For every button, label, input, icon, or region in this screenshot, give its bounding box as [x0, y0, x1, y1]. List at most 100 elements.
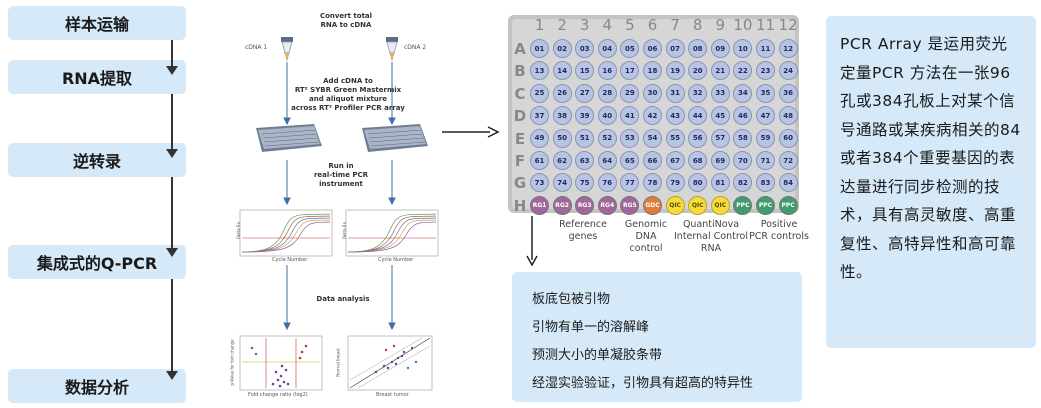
plate-well: 28 — [597, 83, 617, 103]
plate-well: 76 — [597, 173, 617, 193]
plate-well: 31 — [665, 83, 685, 103]
plate-well: 52 — [597, 128, 617, 148]
plate-well: 61 — [530, 151, 549, 170]
workflow-step-reverse-transcription: 逆转录 — [8, 143, 186, 177]
plate-well: PPC — [778, 195, 798, 215]
scatter-xlabel: Breast tumor — [376, 392, 409, 398]
plate-well: 11 — [756, 39, 775, 58]
volcano-plot — [239, 335, 323, 391]
plate-well: GDC — [643, 195, 662, 215]
arrow-down-icon — [526, 216, 538, 266]
plate-well: 56 — [688, 128, 708, 148]
plate-well: 39 — [575, 106, 595, 126]
amplification-plot — [345, 209, 439, 257]
volcano-ylabel: p-Value for fold change — [229, 339, 235, 386]
plate-well: 65 — [620, 151, 640, 170]
plate-well: 78 — [643, 173, 662, 193]
plate-well: 66 — [643, 151, 662, 170]
arrow-down-icon — [166, 248, 178, 257]
workflow-connector — [171, 279, 173, 372]
workflow-connector — [171, 177, 173, 249]
amp-ylabel: Delta Rn — [342, 221, 348, 240]
tube-icon — [281, 37, 293, 62]
plate-well: 22 — [733, 61, 753, 81]
plate-row-letter: H — [513, 196, 527, 215]
legend-genomic-dna-control: Genomic DNA control — [624, 219, 668, 254]
plate-well: 67 — [665, 151, 685, 170]
plate-well: 44 — [688, 106, 708, 126]
plate-well: 42 — [643, 106, 662, 126]
plate-well: 05 — [620, 39, 640, 58]
plate-well: 57 — [710, 128, 730, 148]
plate-row-letter: D — [513, 107, 527, 126]
plate-well: 14 — [552, 61, 572, 81]
step-convert-text: Convert total RNA to cDNA — [319, 12, 373, 29]
scatter-plot — [347, 335, 433, 391]
plate-well: 13 — [530, 61, 549, 81]
plate-well: 64 — [597, 151, 617, 170]
plate-well: 62 — [552, 151, 572, 170]
plate-well: 81 — [710, 173, 730, 193]
plate-column-number: 9 — [715, 16, 726, 34]
plate-well: 84 — [778, 173, 798, 193]
legend-positive-pcr-controls: Positive PCR controls — [749, 219, 809, 242]
plate-well: 72 — [778, 151, 798, 170]
plate-well: 82 — [733, 173, 753, 193]
plate-well: 25 — [530, 83, 549, 103]
arrow-down-icon — [166, 66, 178, 75]
feature-item: 经湿实验验证，引物具有超高的特异性 — [532, 376, 754, 391]
plate-well: 33 — [710, 83, 730, 103]
plate-well: 04 — [597, 39, 617, 58]
plate-well: 68 — [688, 151, 708, 170]
plate-column-number: 6 — [647, 16, 658, 34]
plate-well: 48 — [778, 106, 798, 126]
workflow-step-rna-extraction: RNA提取 — [8, 60, 186, 94]
plate-well: 15 — [575, 61, 595, 81]
plate-well: RG5 — [620, 195, 640, 215]
workflow-step-sample-transport: 样本运输 — [8, 6, 186, 40]
plate-well: 09 — [710, 39, 730, 58]
plate-well: 10 — [733, 39, 753, 58]
plate-well: 07 — [665, 39, 685, 58]
workflow-step-integrated-qpcr: 集成式的Q-PCR — [8, 245, 186, 279]
plate-column-number: 4 — [602, 16, 613, 34]
plate-well: 71 — [756, 151, 775, 170]
plate-well: 54 — [643, 128, 662, 148]
plate-well: 75 — [575, 173, 595, 193]
step-analysis-text: Data analysis — [316, 295, 370, 303]
plate-well: 46 — [733, 106, 753, 126]
plate-well: 63 — [575, 151, 595, 170]
plate-well: 80 — [688, 173, 708, 193]
plate-well: 40 — [597, 106, 617, 126]
plate-well: 59 — [756, 128, 775, 148]
plate-column-number: 8 — [692, 16, 703, 34]
legend-reference-genes: Reference genes — [559, 219, 607, 242]
plate-well: 47 — [756, 106, 775, 126]
workflow-connector — [171, 94, 173, 150]
plate-well: 29 — [620, 83, 640, 103]
plate-well: 79 — [665, 173, 685, 193]
amp-xlabel: Cycle Number — [272, 257, 308, 263]
plate-column-number: 11 — [755, 16, 776, 34]
plate-well: 51 — [575, 128, 595, 148]
arrow-down-icon — [166, 371, 178, 380]
plate-well: 18 — [643, 61, 662, 81]
plate-well: RG2 — [552, 195, 572, 215]
plate-row-letter: E — [514, 129, 526, 148]
plate-well: 83 — [756, 173, 775, 193]
plate-column-number: 7 — [670, 16, 680, 34]
plate-well: 60 — [778, 128, 798, 148]
plate-row-letter: G — [513, 174, 527, 193]
plate-well: QIC — [665, 195, 685, 215]
plate-row-letter: A — [514, 40, 526, 58]
plate-well: 32 — [688, 83, 708, 103]
plate-well: 53 — [620, 128, 640, 148]
feature-item: 板底包被引物 — [532, 292, 611, 307]
step-run-text: Run in real-time PCR instrument — [313, 162, 369, 188]
cdna2-label: cDNA 2 — [404, 44, 427, 51]
plate-well: 20 — [688, 61, 708, 81]
protocol-figure: Convert total RNA to cDNA cDNA 1 cDNA 2 — [226, 0, 466, 408]
arrow-down-icon — [166, 149, 178, 158]
plate-well: PPC — [733, 195, 753, 215]
